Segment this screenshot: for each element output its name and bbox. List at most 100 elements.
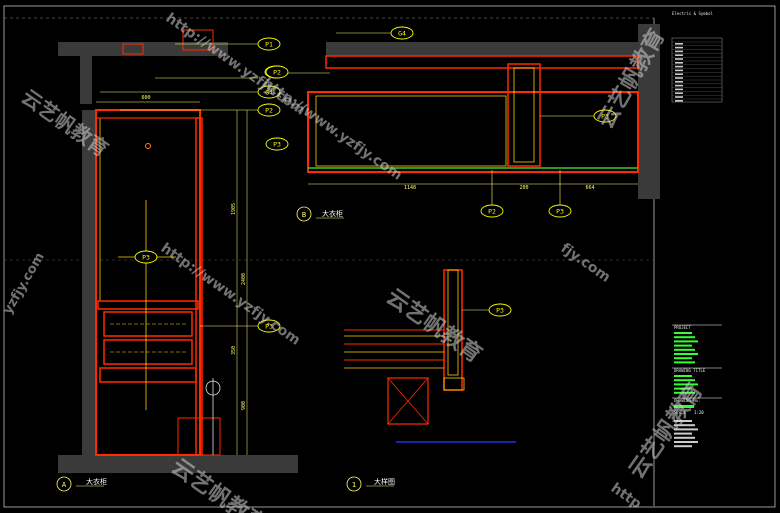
tb-project-label: PROJECT: [674, 325, 691, 330]
tb-sign-lines: [674, 420, 698, 448]
dim-far-right: 664: [585, 185, 594, 191]
view-title-a: 大衣柜: [86, 477, 107, 486]
view-a-elevation: 600 1905 2400 350 900: [58, 29, 298, 473]
ceiling-slab-b: [326, 42, 638, 56]
legend-row-mark: [675, 43, 683, 45]
tb-field: [674, 332, 692, 334]
tb-legend-rows: [672, 41, 722, 102]
dim-left-height-2: 2400: [241, 273, 247, 285]
tb-field: [674, 420, 692, 422]
tb-title-lines: [674, 375, 698, 394]
tag-p3-5: P3: [134, 250, 158, 264]
tag-label: P3: [265, 322, 273, 330]
soffit-detail-inner: [122, 43, 144, 55]
floor-slab: [58, 455, 298, 473]
view-label-b: B 大衣柜: [296, 206, 344, 222]
dim-top-right: 1148: [404, 185, 416, 191]
tag-bubble: [488, 303, 512, 317]
tb-drawing-no-label: DRAWING No.: [674, 398, 701, 403]
ceiling-beam: [80, 56, 92, 104]
tb-field: [674, 361, 695, 364]
tag-bubble: [480, 204, 504, 218]
tb-field: [674, 441, 698, 443]
legend-row-mark: [675, 81, 683, 83]
view-mark-circle-1: [346, 476, 362, 492]
hanger-knob: [145, 143, 151, 149]
watermark-text: http: [608, 480, 645, 512]
tag-bubble: [390, 26, 414, 40]
drawer-1: [103, 311, 193, 337]
tb-field: [674, 432, 692, 435]
tb-field: [674, 375, 692, 377]
tag-bubble: [257, 85, 281, 99]
legend-row-mark: [675, 50, 683, 53]
tag-bubble: [257, 319, 281, 333]
detail-block-x2: [387, 377, 429, 425]
legend-row-mark: [675, 77, 683, 79]
view-mark-circle-b: [296, 206, 312, 222]
cabinet-b-outline: [307, 91, 639, 173]
tb-field: [674, 357, 692, 360]
cabinet-b-post-inner: [513, 67, 535, 163]
tag-p3-11: P3: [548, 204, 572, 218]
watermark-text: 云艺帆教育: [624, 378, 708, 483]
dim-mid-right: 200: [519, 185, 528, 191]
tag-bubble: [257, 37, 281, 51]
legend-row-mark: [675, 73, 683, 75]
title-block: Electric & Symbol PROJECT DRAWING TITLE …: [671, 11, 723, 448]
tag-label: P2: [273, 68, 281, 76]
legend-row-mark: [675, 46, 683, 49]
tb-drawing-title-label: DRAWING TITLE: [674, 368, 706, 373]
tag-label: G4: [398, 29, 406, 37]
dim-top-width: 600: [141, 95, 150, 101]
tag-label: P3: [273, 140, 281, 148]
dim-inner-2: 900: [241, 401, 247, 410]
tb-field: [674, 336, 695, 339]
tag-label: P2: [488, 207, 496, 215]
tb-field: [674, 391, 695, 394]
left-wall: [82, 110, 96, 455]
tag-bubble: [265, 137, 289, 151]
watermark-text: fjy.com: [558, 240, 614, 286]
legend-row-mark: [675, 100, 683, 102]
detail-block: [387, 377, 429, 425]
legend-row-mark: [675, 84, 683, 87]
tb-field: [674, 348, 695, 351]
tag-bubble: [257, 103, 281, 117]
tb-field: [674, 428, 698, 431]
tb-legend-table: [671, 37, 723, 103]
view-title-b: 大衣柜: [322, 209, 343, 218]
tb-field: [674, 383, 698, 386]
tb-drawing-no-field: [674, 405, 694, 408]
view-mark-b: B: [302, 211, 306, 219]
tb-field: [674, 344, 692, 347]
tag-g4-2: G4: [257, 85, 281, 99]
view-mark-circle-a: [56, 476, 72, 492]
tb-field: [674, 445, 692, 448]
tag-p2-10: P2: [480, 204, 504, 218]
tb-field: [674, 379, 695, 382]
tag-p1-0: P1: [257, 37, 281, 51]
tag-bubble: [265, 65, 289, 79]
tag-bubble: [548, 204, 572, 218]
drawer-3: [99, 367, 197, 383]
watermark-text: 云艺帆教育: [382, 284, 487, 368]
tag-p3-8: P3: [593, 109, 617, 123]
view-mark-a: A: [62, 481, 67, 489]
drawer-band-top: [97, 300, 199, 310]
detail-post-inner: [447, 269, 459, 376]
tag-label: P2: [265, 106, 273, 114]
view-label-a: A 大衣柜: [56, 476, 107, 492]
view-label-1: 1 大样图: [346, 476, 395, 492]
tb-field: [674, 387, 692, 390]
tag-p2-3: P2: [257, 103, 281, 117]
legend-row-mark: [675, 65, 683, 68]
tag-label: P1: [265, 40, 273, 48]
tag-label: P3: [601, 112, 609, 120]
watermark-text: 云艺帆教育: [17, 84, 113, 161]
detail-trim: [443, 377, 465, 391]
legend-row-mark: [675, 58, 683, 60]
wardrobe-top-rail: [95, 109, 201, 119]
